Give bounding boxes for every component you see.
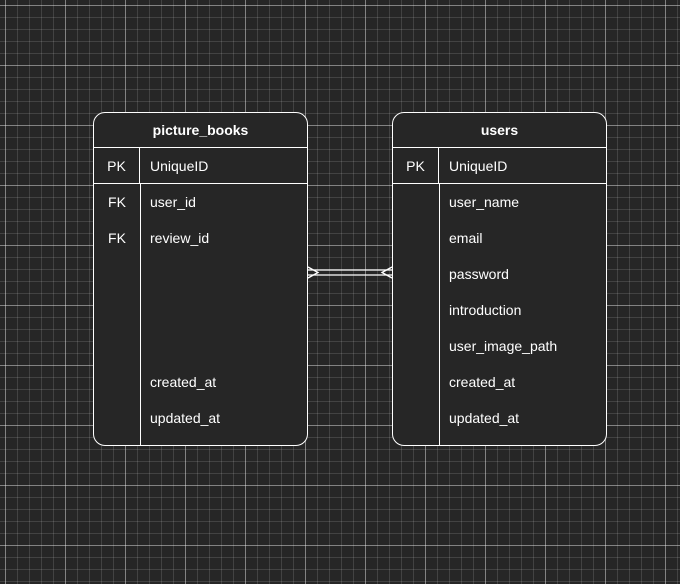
field-row: updated_at [393,400,606,436]
entity-picture-books[interactable]: picture_books PK UniqueID FK user_id FK … [93,112,308,446]
field-name: email [449,230,483,246]
field-row: FK review_id [94,220,307,256]
crow-foot-many-right [380,266,393,279]
field-row: password [393,256,606,292]
field-row: email [393,220,606,256]
entity-users[interactable]: users PK UniqueID user_name email passwo… [392,112,607,446]
field-name: created_at [449,374,516,390]
field-name: user_name [449,194,520,210]
primary-key-row: PK UniqueID [94,148,307,184]
column-divider [140,184,141,445]
field-name: updated_at [150,410,221,426]
pk-label: PK [94,148,140,183]
field-row: user_name [393,184,606,220]
column-divider [439,184,440,445]
field-list: FK user_id FK review_id created_at [94,184,307,445]
field-row: updated_at [94,400,307,436]
pk-field-name: UniqueID [449,157,508,174]
field-row: FK user_id [94,184,307,220]
entity-title: users [393,113,606,148]
field-row: user_image_path [393,328,606,364]
entity-title: picture_books [94,113,307,148]
field-name: created_at [150,374,217,390]
field-row: created_at [94,364,307,400]
field-key: FK [108,194,126,210]
crow-foot-many-left [307,266,320,279]
field-row: created_at [393,364,606,400]
field-list: user_name email password introduction us… [393,184,606,445]
field-name: introduction [449,302,522,318]
field-name: updated_at [449,410,520,426]
field-key: FK [108,230,126,246]
primary-key-row: PK UniqueID [393,148,606,184]
pk-label: PK [393,148,439,183]
field-row: introduction [393,292,606,328]
field-name: user_image_path [449,338,558,354]
field-name: review_id [150,230,210,246]
pk-field-name: UniqueID [150,157,209,174]
field-name: password [449,266,509,282]
field-name: user_id [150,194,196,210]
